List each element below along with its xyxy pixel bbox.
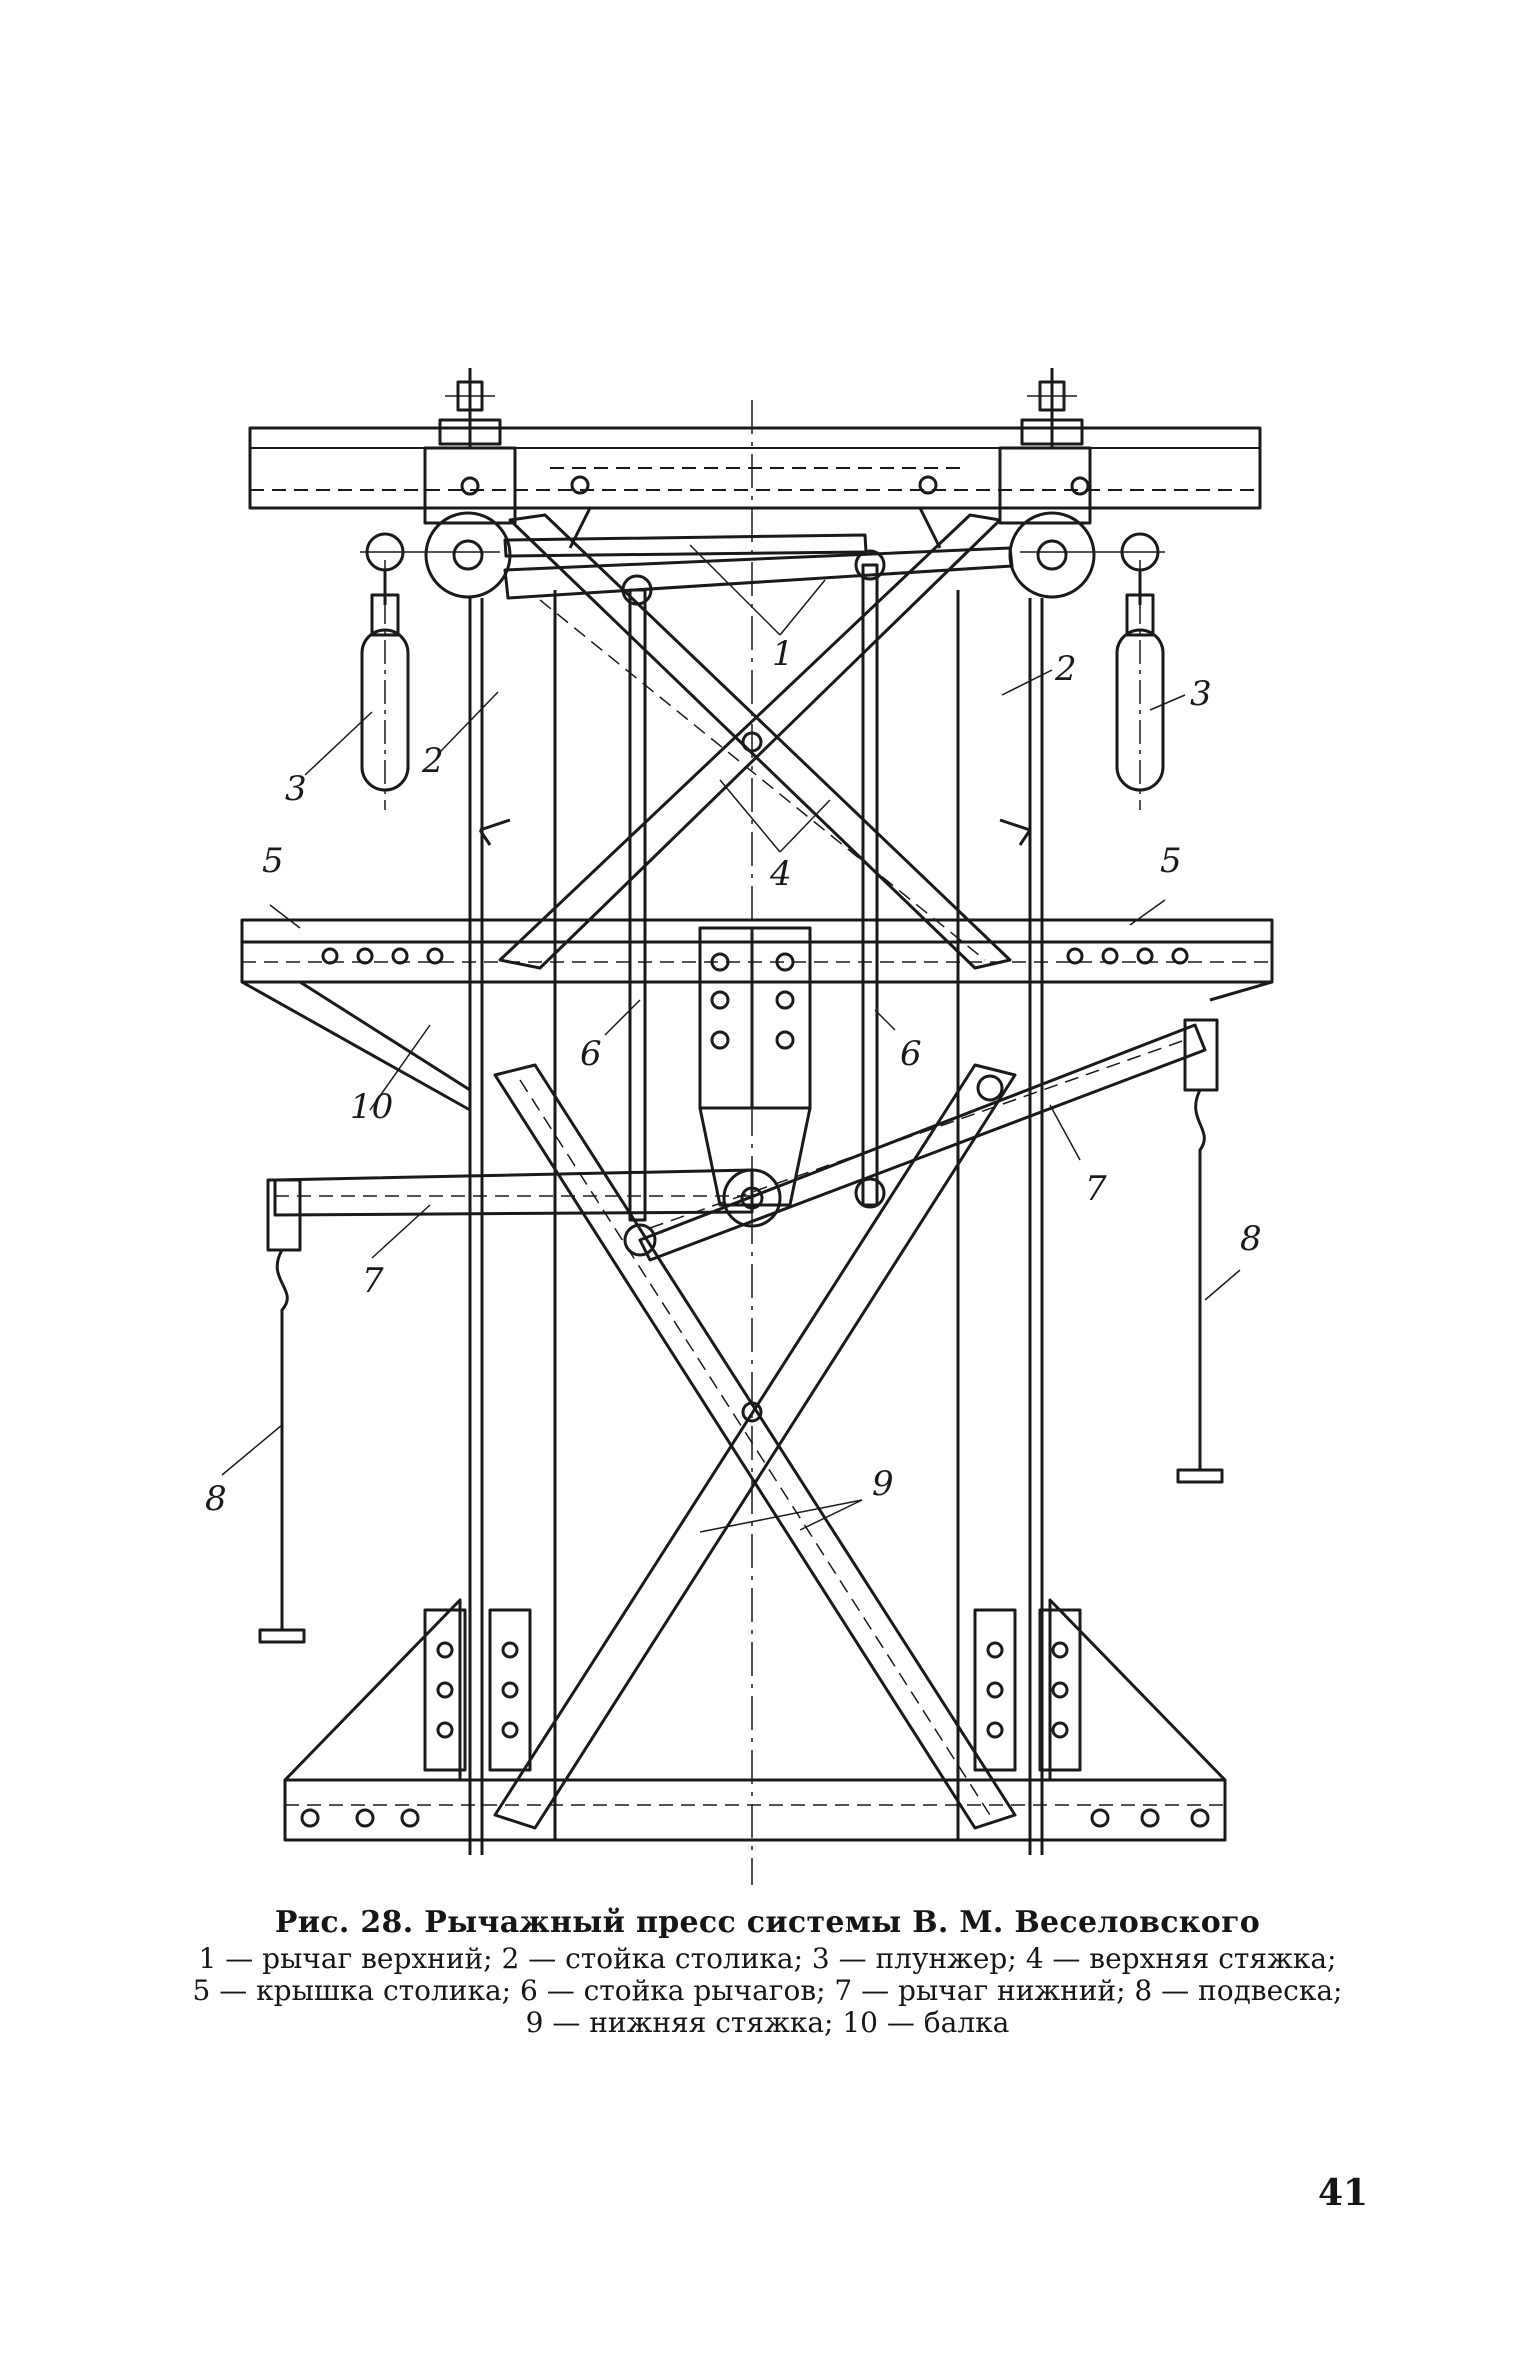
figure-legend-line: 5 — крышка столика; 6 — стойка рычагов; …: [192, 1974, 1343, 2007]
plunger-left: [360, 560, 410, 810]
callout-7-left: 7: [362, 1261, 384, 1301]
figure-caption-title: Рис. 28. Рычажный пресс системы В. М. Ве…: [274, 1905, 1261, 1940]
callout-1: 1: [772, 634, 794, 674]
plunger-right: [1115, 560, 1165, 810]
lower-lever-left: [273, 1168, 754, 1217]
callout-10: 10: [350, 1087, 393, 1127]
callout-2-right: 2: [1054, 649, 1077, 689]
table-top: [240, 818, 1274, 984]
upper-cross-ties: [498, 513, 1012, 970]
hanger-right: [1176, 1018, 1224, 1484]
callout-6-right: 6: [900, 1034, 922, 1074]
callout-7-right: 7: [1085, 1169, 1107, 1209]
pulley-right: [1008, 511, 1165, 599]
figure-legend-line: 9 — нижняя стяжка; 10 — балка: [525, 2006, 1010, 2039]
top-beam: [248, 426, 1262, 549]
lower-cross-ties: [493, 1063, 1017, 1830]
hanger-left: [258, 1178, 306, 1644]
callout-5-left: 5: [262, 841, 284, 881]
table-post-right: [956, 590, 1044, 1855]
figure-legend-line: 1 — рычаг верхний; 2 — стойка столика; 3…: [198, 1942, 1337, 1975]
callout-3-left: 3: [285, 769, 307, 809]
lever-posts: [621, 549, 886, 1222]
callout-8-right: 8: [1240, 1219, 1262, 1259]
callout-9: 9: [872, 1464, 894, 1504]
beam-right: [1209, 980, 1273, 1002]
table-post-left: [468, 590, 557, 1855]
central-bracket: [698, 926, 812, 1228]
top-bolt-left: [438, 368, 502, 448]
pulley-left: [360, 511, 512, 599]
callout-4: 4: [769, 854, 792, 894]
callout-6-left: 6: [580, 1034, 602, 1074]
callout-5-right: 5: [1160, 841, 1182, 881]
lever-press-drawing: 1 2 2 3 3 4 5 5 6 6 7 7 8 8 9 10: [205, 368, 1274, 1885]
callout-8-left: 8: [205, 1479, 227, 1519]
callout-3-right: 3: [1190, 674, 1212, 714]
callout-leaders: [221, 544, 1241, 1533]
beam-left: [241, 980, 471, 1112]
lower-lever-right: [623, 1023, 1207, 1262]
top-bolt-right: [1020, 368, 1084, 448]
press-base: [283, 1598, 1227, 1842]
callout-labels: 1 2 2 3 3 4 5 5 6 6 7 7 8 8 9 10: [205, 634, 1262, 1519]
callout-2-left: 2: [421, 741, 444, 781]
page-number: 41: [1318, 2172, 1369, 2214]
